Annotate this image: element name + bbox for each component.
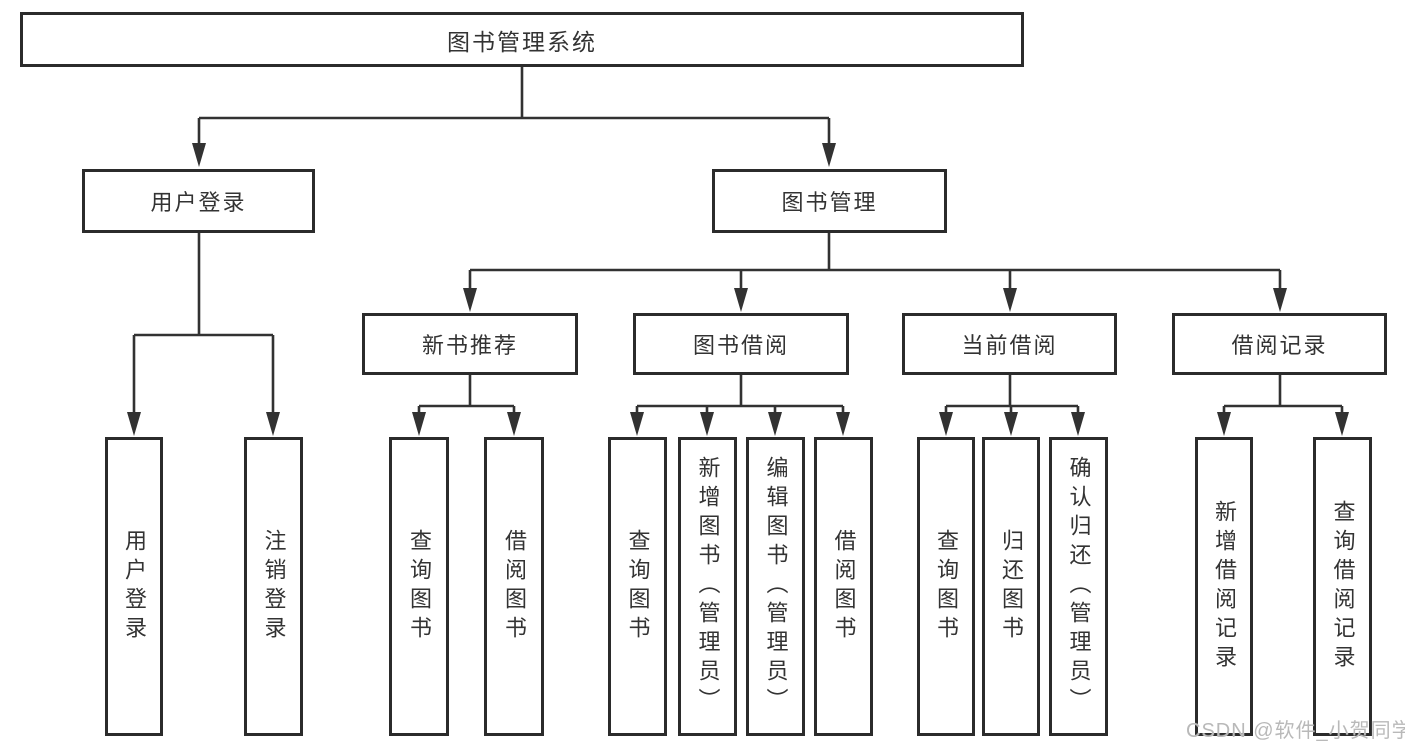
- node-user-login: 用户登录: [82, 169, 315, 233]
- node-current-borrow: 当前借阅: [902, 313, 1117, 375]
- leaf-borrow-books-recommend: 借阅图书: [484, 437, 544, 736]
- node-book-management: 图书管理: [712, 169, 947, 233]
- leaf-add-book-admin: 新增图书（管理员）: [678, 437, 737, 736]
- leaf-add-borrow-record-label: 新增借阅记录: [1212, 499, 1237, 674]
- leaf-edit-book-admin-label: 编辑图书（管理员）: [763, 456, 789, 717]
- leaf-add-borrow-record: 新增借阅记录: [1195, 437, 1253, 736]
- node-book-borrow: 图书借阅: [633, 313, 849, 375]
- leaf-confirm-return-admin: 确认归还（管理员）: [1049, 437, 1108, 736]
- leaf-confirm-return-admin-label: 确认归还（管理员）: [1066, 456, 1092, 717]
- leaf-logout-login: 注销登录: [244, 437, 303, 736]
- leaf-query-books-borrow-label: 查询图书: [625, 528, 651, 645]
- leaf-query-books-recommend-label: 查询图书: [407, 528, 432, 645]
- leaf-edit-book-admin: 编辑图书（管理员）: [746, 437, 805, 736]
- leaf-query-books-current: 查询图书: [917, 437, 975, 736]
- leaf-user-login-label: 用户登录: [122, 528, 147, 645]
- arrowheads: [127, 143, 1349, 436]
- leaf-add-book-admin-label: 新增图书（管理员）: [695, 456, 721, 717]
- node-borrow-records: 借阅记录: [1172, 313, 1387, 375]
- node-new-book-recommend: 新书推荐: [362, 313, 578, 375]
- leaf-user-login: 用户登录: [105, 437, 163, 736]
- leaf-borrow-books-recommend-label: 借阅图书: [502, 528, 527, 645]
- leaf-query-borrow-record-label: 查询借阅记录: [1330, 499, 1356, 674]
- leaf-query-books-borrow: 查询图书: [608, 437, 667, 736]
- leaf-borrow-books-2-label: 借阅图书: [831, 528, 857, 645]
- leaf-return-book: 归还图书: [982, 437, 1040, 736]
- leaf-query-books-recommend: 查询图书: [389, 437, 449, 736]
- csdn-watermark: CSDN @软件_小贺同学: [1186, 720, 1405, 742]
- leaf-borrow-books-2: 借阅图书: [814, 437, 873, 736]
- leaf-query-books-current-label: 查询图书: [934, 528, 959, 645]
- leaf-logout-login-label: 注销登录: [261, 528, 287, 645]
- leaf-query-borrow-record: 查询借阅记录: [1313, 437, 1372, 736]
- node-root: 图书管理系统: [20, 12, 1024, 67]
- leaf-return-book-label: 归还图书: [999, 528, 1024, 645]
